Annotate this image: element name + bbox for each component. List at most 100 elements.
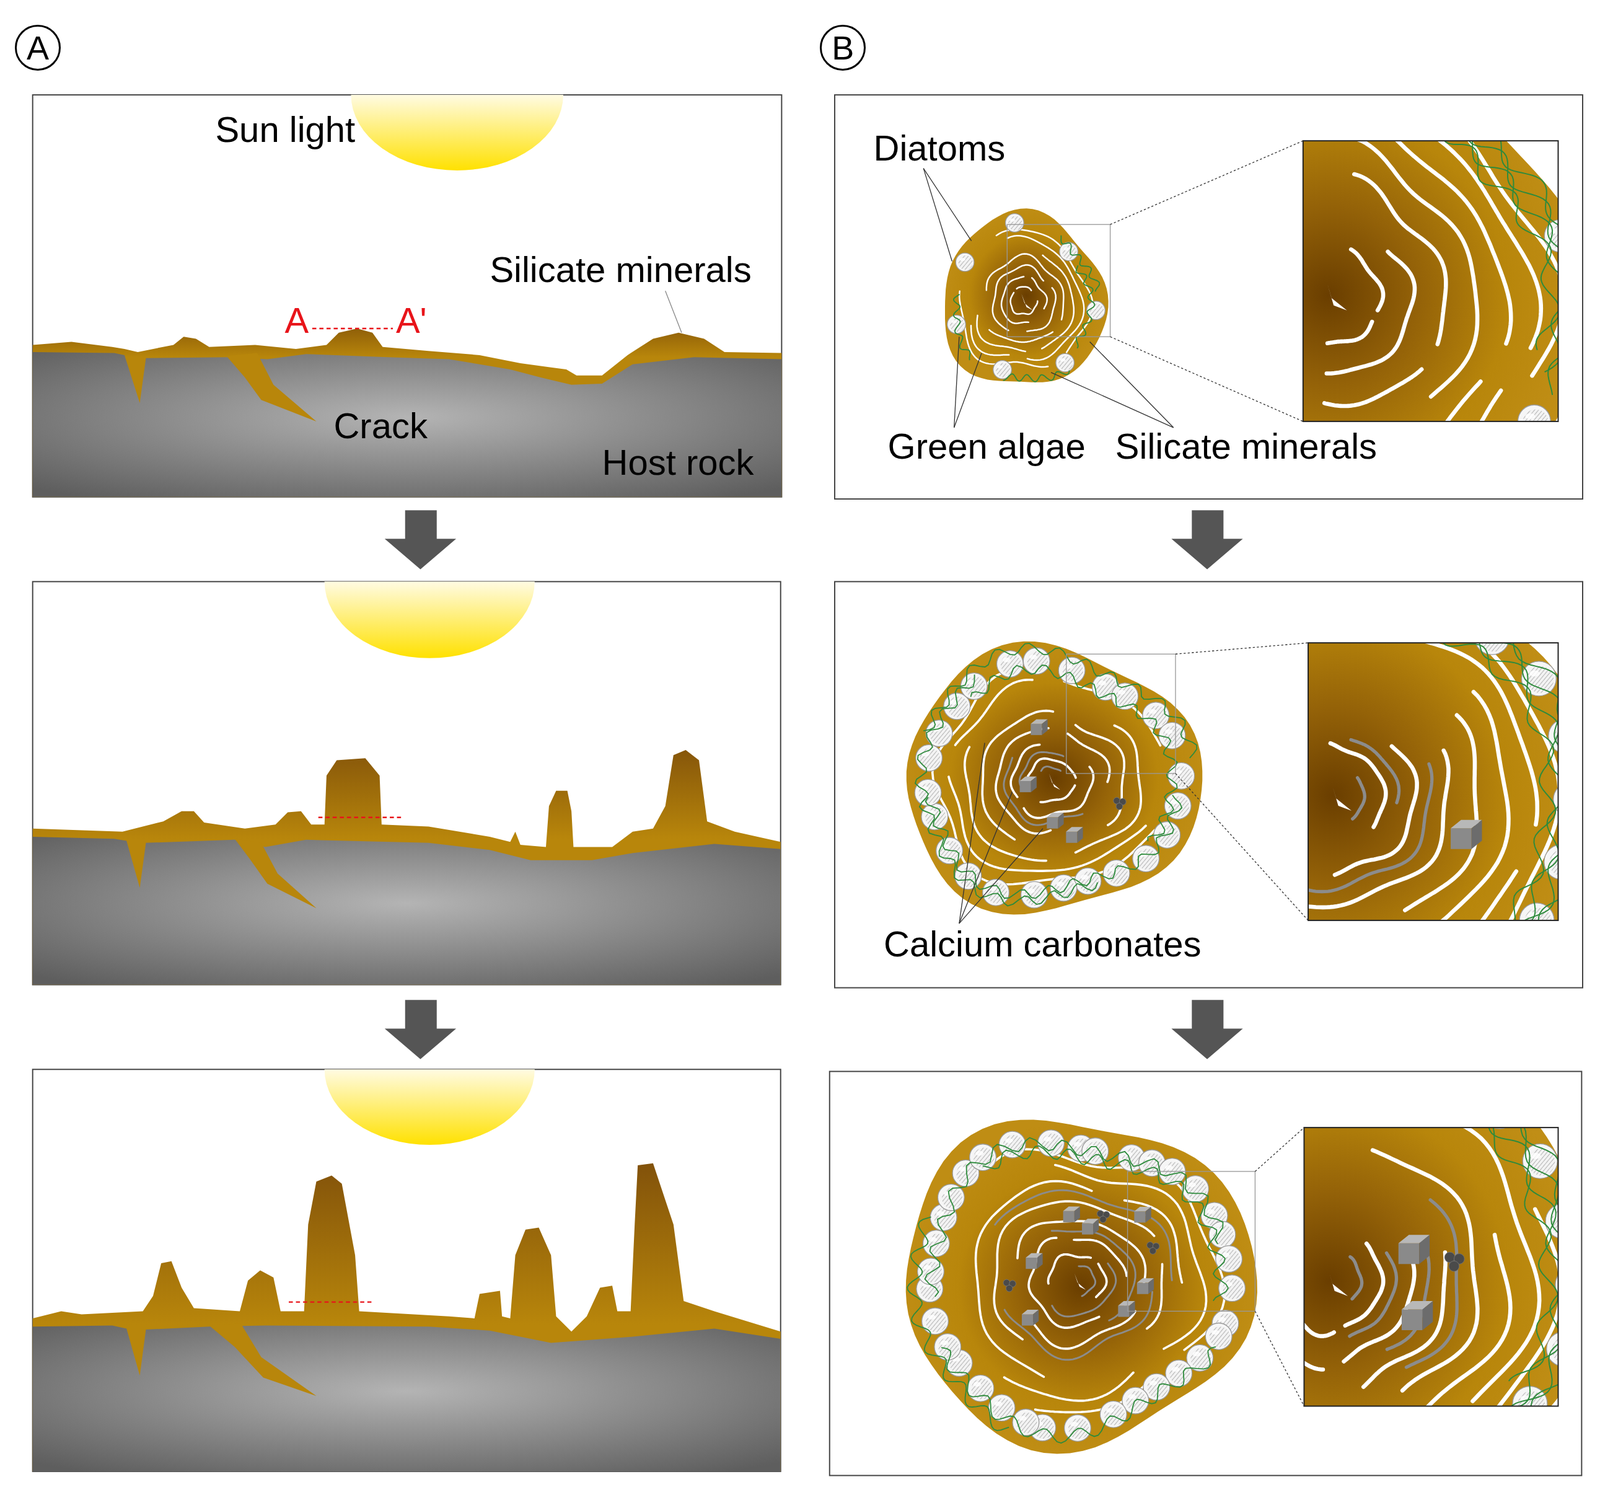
- diatom: [1005, 213, 1024, 233]
- diatom-highlight: [1148, 708, 1157, 714]
- diatom: [1519, 902, 1555, 921]
- growth-lamina: [1026, 287, 1056, 331]
- step-arrow: [384, 999, 457, 1059]
- carbonate-crystal: [1065, 831, 1077, 843]
- zoom-line: [1254, 1127, 1304, 1172]
- leader-line: [1050, 372, 1174, 428]
- growth-lamina: [1388, 140, 1511, 344]
- microbial-crust: [32, 328, 783, 497]
- diatom: [1518, 404, 1552, 422]
- diatom-highlight: [951, 319, 957, 323]
- carbonate-crystal: [1401, 1308, 1423, 1330]
- growth-lamina: [1350, 249, 1384, 310]
- diatom-highlight: [1056, 881, 1065, 887]
- growth-lamina: [1303, 381, 1482, 422]
- panel-letter-circle: B: [819, 24, 866, 71]
- diatom: [1059, 242, 1079, 261]
- growth-lamina: [1004, 1291, 1152, 1360]
- growth-lamina: [1353, 174, 1446, 344]
- diatom: [1086, 301, 1106, 320]
- green-algae: [1476, 642, 1558, 921]
- carbonate-crystal: [1134, 1210, 1146, 1222]
- growth-lamina: [982, 710, 1053, 840]
- host-rock: [32, 836, 781, 985]
- growth-lamina: [992, 265, 1044, 331]
- growth-lamina: [1363, 1252, 1446, 1387]
- carbonate-crystal: [1137, 1282, 1149, 1294]
- diatom-highlight: [927, 1314, 936, 1320]
- green-algae: [1442, 1127, 1559, 1406]
- diatom-valve: [1089, 303, 1104, 318]
- diatom-valve: [1186, 1178, 1207, 1200]
- microbial-crust: [32, 749, 781, 985]
- step-arrow: [1171, 999, 1243, 1059]
- diatom: [915, 744, 943, 771]
- diatom-highlight: [1171, 1366, 1180, 1372]
- diatom-valve: [1169, 1363, 1190, 1384]
- diatom-highlight: [1218, 1316, 1227, 1322]
- diatom-highlight: [959, 257, 966, 261]
- carbonate-grain: [1116, 803, 1123, 810]
- diatom-highlight: [1127, 1393, 1136, 1399]
- cross-sections: [905, 22, 1595, 1500]
- growth-lamina: [1334, 746, 1418, 875]
- growth-lamina: [1027, 758, 1076, 779]
- carbonate-grain: [1005, 1284, 1013, 1292]
- diatom: [922, 1307, 949, 1335]
- growth-lamina: [1303, 1299, 1334, 1337]
- diatom-highlight: [923, 1264, 932, 1270]
- panel-letter-circle: A: [14, 24, 61, 71]
- growth-lamina: [1350, 739, 1400, 803]
- diatom-valve: [1522, 408, 1548, 422]
- diatom-valve: [1171, 765, 1193, 787]
- diatom: [1037, 1129, 1065, 1157]
- diatom-valve: [1041, 1133, 1063, 1154]
- diatom-valve: [995, 363, 1011, 378]
- growth-lamina: [1349, 1252, 1397, 1336]
- leader-line: [954, 353, 982, 428]
- diatom: [1218, 1274, 1246, 1302]
- green-algae: [1425, 1127, 1558, 1381]
- carbonate-grain: [1099, 1215, 1107, 1223]
- panel-letter: A: [26, 30, 49, 65]
- diatom: [1099, 1400, 1127, 1428]
- growth-lamina: [995, 1189, 1173, 1280]
- stromatolite-body: [906, 641, 1203, 915]
- crack-fill: [226, 353, 317, 422]
- mineral-label: Silicate minerals: [1115, 426, 1377, 466]
- rock-label: Host rock: [602, 442, 755, 483]
- diatom-highlight: [1064, 663, 1073, 669]
- diatom: [1168, 762, 1195, 789]
- diatom-highlight: [1149, 1380, 1158, 1385]
- sun: [324, 1068, 535, 1145]
- growth-lamina: [1328, 691, 1509, 921]
- carbonate-crystal: [1450, 827, 1472, 849]
- leader-line: [959, 742, 985, 923]
- diatom-valve: [1000, 653, 1022, 675]
- diatom-highlight: [1106, 1407, 1115, 1413]
- section-end-label: A: [284, 300, 309, 341]
- zoom-box: [1127, 1171, 1256, 1312]
- growth-lamina: [977, 315, 1026, 352]
- stromatolite-body: [905, 1119, 1258, 1454]
- core-void: [1327, 1265, 1348, 1296]
- inset-frame: [1308, 642, 1558, 921]
- growth-lamina: [1147, 1263, 1163, 1328]
- section-line: [288, 1300, 373, 1302]
- growth-lamina: [1004, 1371, 1134, 1400]
- growth-lamina: [1308, 750, 1449, 908]
- leader-line: [923, 168, 972, 242]
- diatom-valve: [958, 255, 973, 270]
- diatom: [1012, 1408, 1040, 1436]
- zoom-line: [1254, 1310, 1304, 1406]
- panel-frame: [32, 581, 781, 985]
- diatom-highlight: [975, 1150, 984, 1156]
- stromatolite-body: [1308, 642, 1558, 921]
- carbonate-crystal: [1019, 780, 1032, 792]
- diatom-highlight: [1187, 1182, 1196, 1188]
- diatom-highlight: [1211, 1329, 1220, 1335]
- diatom-highlight: [1029, 654, 1038, 660]
- diatom-valve: [1219, 1248, 1240, 1270]
- diatom-highlight: [1529, 669, 1540, 677]
- green-algae: [1437, 140, 1558, 350]
